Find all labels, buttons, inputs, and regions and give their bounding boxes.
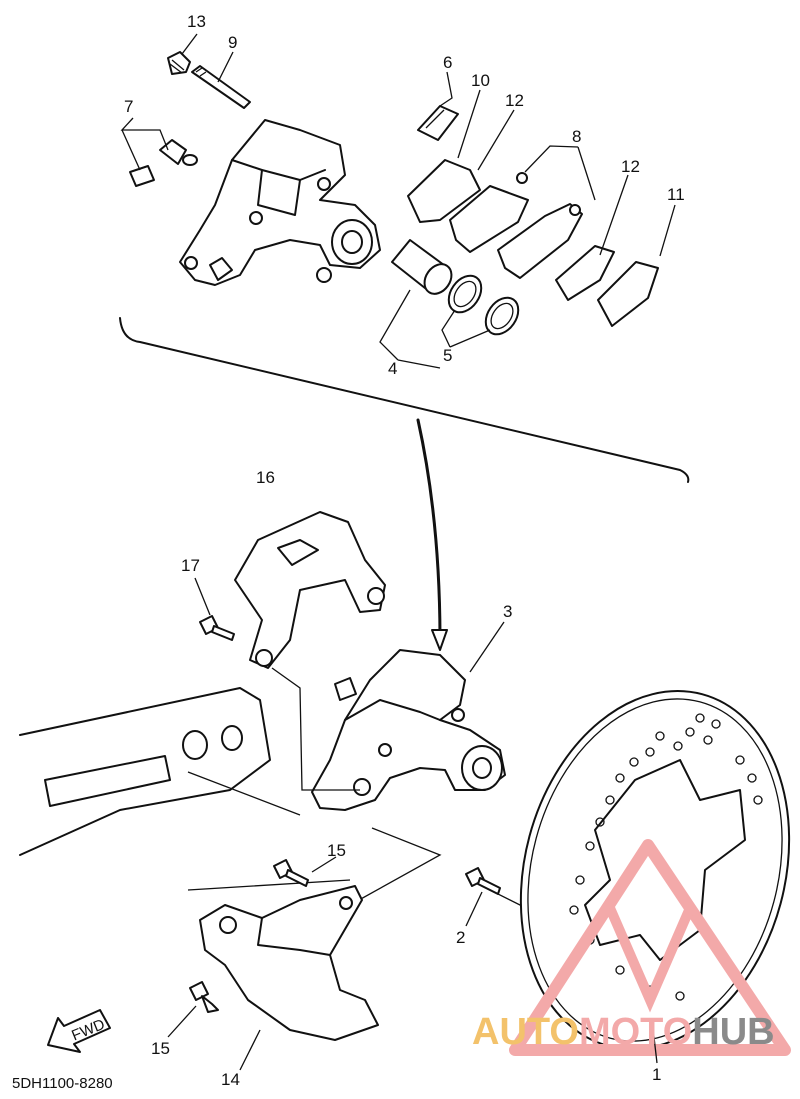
- callout-16: 16: [256, 468, 275, 487]
- callout-10: 10: [471, 71, 490, 90]
- caliper-body-upper: [179, 119, 381, 286]
- brake-pad-12-right: [555, 245, 615, 301]
- bolt-17: [199, 615, 235, 641]
- caliper-bracket-16: [234, 511, 386, 669]
- assembly-arrowhead: [431, 629, 448, 651]
- callout-14: 14: [221, 1070, 240, 1089]
- callout-15-upper: 15: [327, 841, 346, 860]
- diagram-code: 5DH1100-8280: [12, 1075, 113, 1092]
- group-bracket-curve: [119, 317, 690, 483]
- piston-4: [391, 239, 453, 295]
- watermark-part-moto: MOTO: [579, 1011, 692, 1053]
- callout-7: 7: [124, 97, 133, 116]
- bolt-2: [465, 867, 501, 895]
- leader-lines-lower: [187, 667, 561, 926]
- callout-15-lower: 15: [151, 1039, 170, 1058]
- brake-pad-8: [497, 172, 583, 279]
- bleed-screw-7: [129, 139, 198, 187]
- callout-numbers: 13 9 7 6 10 12 8 12 11 4 5 16 17 3 15 2 …: [124, 12, 685, 1089]
- caliper-assembly-3: [311, 649, 506, 811]
- swingarm: [19, 687, 271, 856]
- callout-11: 11: [667, 185, 685, 204]
- callout-12-right: 12: [621, 157, 640, 176]
- watermark-part-auto: AUTO: [472, 1011, 579, 1053]
- assembly-arrow: [416, 418, 442, 642]
- disc-guard-14: [199, 885, 379, 1041]
- callout-8: 8: [572, 127, 581, 146]
- piston-seals-5: [447, 274, 520, 336]
- brake-pad-10: [407, 159, 481, 223]
- callout-9: 9: [228, 33, 237, 52]
- watermark-text: AUTOMOTOHUB: [472, 1011, 775, 1053]
- brake-pad-12-left: [449, 185, 529, 253]
- watermark-part-hub: HUB: [692, 1011, 774, 1053]
- callout-17: 17: [181, 556, 200, 575]
- pad-clip-6: [417, 105, 459, 141]
- callout-6: 6: [443, 53, 452, 72]
- callout-4: 4: [388, 359, 397, 378]
- bolt-15-upper: [273, 859, 309, 887]
- callout-leaders: [120, 33, 676, 1071]
- watermark-triangle: [509, 839, 791, 1056]
- bolt-15-lower: [189, 981, 219, 1013]
- pin-9: [191, 65, 251, 109]
- callout-3: 3: [503, 602, 512, 621]
- bolt-13: [167, 51, 191, 75]
- callout-2: 2: [456, 928, 465, 947]
- fwd-arrow-icon: FWD: [47, 1009, 111, 1053]
- callout-12-top: 12: [505, 91, 524, 110]
- callout-5: 5: [443, 346, 452, 365]
- pad-shim-11: [597, 261, 659, 327]
- callout-1: 1: [652, 1065, 661, 1084]
- callout-13: 13: [187, 12, 206, 31]
